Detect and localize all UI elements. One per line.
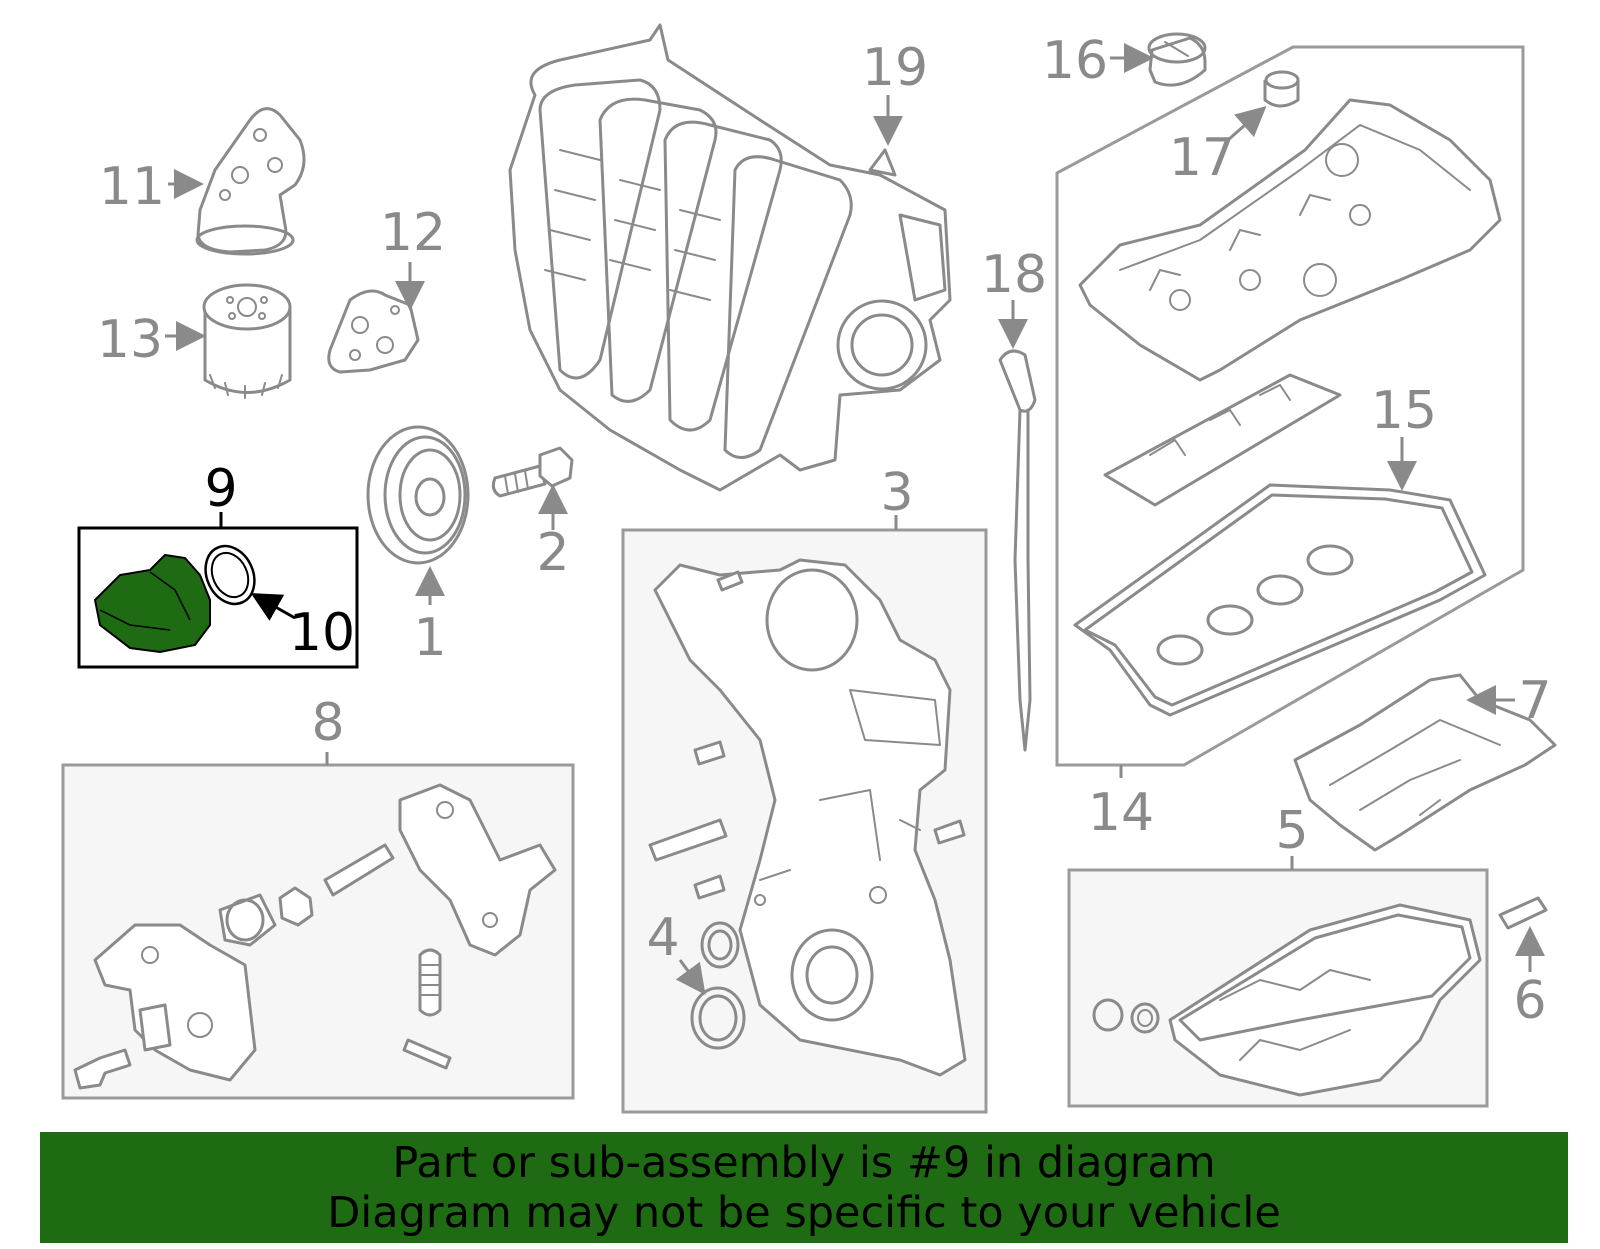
callout-9: 9 (204, 459, 237, 519)
callout-19: 19 (862, 38, 928, 98)
dowel-pins (648, 570, 966, 900)
intake-manifold-part-19[interactable] (508, 23, 952, 492)
callout-12: 12 (380, 203, 446, 263)
callout-7: 7 (1518, 671, 1551, 731)
valve-cover-part-14[interactable] (1078, 98, 1502, 382)
oil-seal-part-4[interactable] (690, 921, 746, 1050)
gasket-part-12[interactable] (327, 289, 420, 374)
banner-background (40, 1132, 1568, 1243)
oil-cap-part-16[interactable] (1147, 32, 1207, 87)
callout-16: 16 (1042, 31, 1108, 91)
oil-baffle-part-7[interactable] (1293, 673, 1557, 852)
bolt-part-2[interactable] (491, 446, 574, 498)
highlight-cover (93, 553, 211, 654)
pulley-part-1[interactable] (366, 425, 470, 565)
baffle-plate[interactable] (1103, 373, 1342, 507)
callout-13: 13 (97, 310, 163, 370)
callout-3: 3 (880, 463, 913, 523)
callout-5: 5 (1275, 801, 1308, 861)
oil-pump-part-8[interactable] (73, 783, 557, 1090)
callout-15: 15 (1371, 381, 1437, 441)
callout-4: 4 (646, 908, 679, 968)
selected-part-9[interactable] (93, 553, 211, 654)
drain-plug-part-6[interactable] (1498, 896, 1548, 930)
banner-line-1: Part or sub-assembly is #9 in diagram (392, 1137, 1216, 1188)
callout-18: 18 (981, 245, 1047, 305)
oil-filter-bracket-part-11[interactable] (195, 107, 306, 256)
plug-part-17[interactable] (1263, 70, 1300, 108)
dipstick-part-18[interactable] (998, 349, 1037, 752)
banner-line-2: Diagram may not be specific to your vehi… (327, 1187, 1281, 1238)
timing-cover-part-3[interactable] (653, 558, 967, 1077)
callout-17: 17 (1169, 128, 1235, 188)
oil-pan-part-5[interactable] (1092, 903, 1482, 1097)
callout-10: 10 (289, 603, 355, 663)
o-ring-part-10[interactable] (196, 538, 263, 612)
valve-cover-gasket-part-15[interactable] (1073, 483, 1487, 717)
callout-11: 11 (99, 157, 165, 217)
oil-filter-part-13[interactable] (202, 283, 292, 399)
callout-8: 8 (311, 693, 344, 753)
callout-2: 2 (536, 523, 569, 583)
callout-14: 14 (1088, 783, 1154, 843)
info-banner: Part or sub-assembly is #9 in diagram Di… (40, 1132, 1568, 1243)
callout-1: 1 (413, 608, 446, 668)
callout-6: 6 (1513, 971, 1546, 1031)
